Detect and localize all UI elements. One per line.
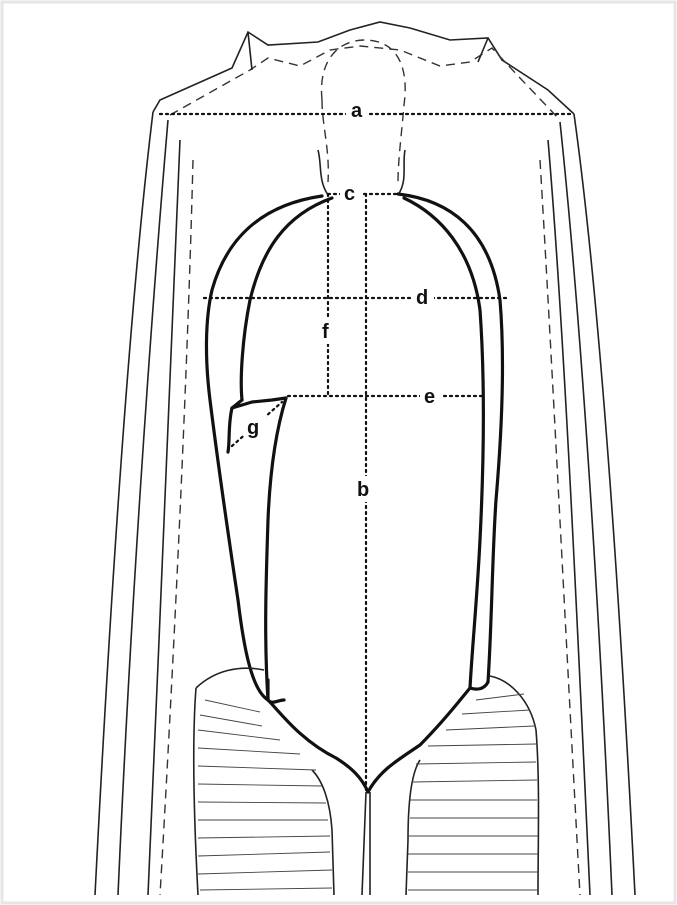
label-f: f <box>322 321 329 343</box>
label-a: a <box>351 100 363 122</box>
measurement-lines <box>160 114 572 790</box>
label-b: b <box>357 479 369 501</box>
label-e: e <box>424 386 435 408</box>
label-g: g <box>247 417 259 439</box>
measurement-labels: a c d f e g b <box>244 98 442 502</box>
label-c: c <box>344 183 355 205</box>
stoma-neck <box>318 150 328 195</box>
label-d: d <box>416 287 428 309</box>
